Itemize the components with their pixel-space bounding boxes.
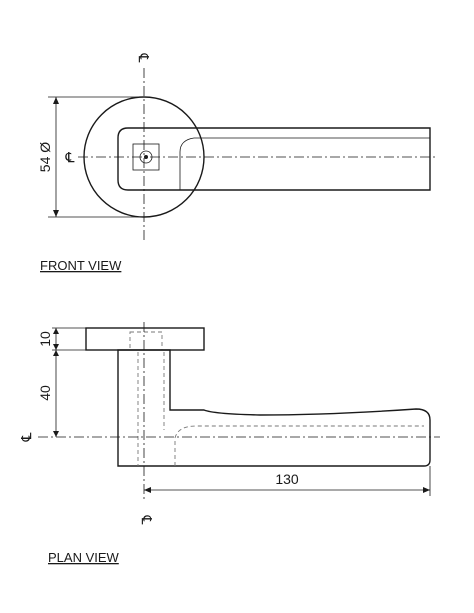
lever-hidden-inner — [174, 425, 424, 466]
plan-view: ℄ ℄ 10 40 130 PLAN VIEW — [18, 322, 440, 565]
length-arrow-right — [423, 487, 430, 493]
rose-arrow-bottom — [53, 344, 59, 350]
projection-arrow-bottom — [53, 431, 59, 437]
front-vertical-centerline-symbol: ℄ — [136, 53, 152, 63]
diameter-arrow-bottom — [53, 210, 59, 217]
diameter-arrow-top — [53, 97, 59, 104]
plan-horizontal-centerline-symbol: ℄ — [18, 433, 34, 443]
rose-arrow-top — [53, 328, 59, 334]
length-arrow-left — [144, 487, 151, 493]
rose-plan — [85, 327, 205, 351]
plan-view-title: PLAN VIEW — [48, 550, 120, 565]
rose-thickness-label: 10 — [37, 331, 53, 347]
front-horizontal-centerline-symbol: ℄ — [65, 149, 75, 165]
lever-length-label: 130 — [275, 471, 299, 487]
lever-inner-contour — [179, 137, 430, 190]
spindle-hidden — [129, 331, 163, 351]
plan-vertical-centerline-symbol: ℄ — [139, 515, 155, 525]
diameter-label: 54 Ø — [37, 142, 53, 172]
front-view-title: FRONT VIEW — [40, 258, 122, 273]
lever-plan-outline — [117, 349, 431, 467]
projection-arrow-top — [53, 350, 59, 356]
front-view: ℄ ℄ 54 Ø FRONT VIEW — [37, 53, 438, 273]
projection-label: 40 — [37, 385, 53, 401]
lever-outline — [117, 127, 431, 191]
